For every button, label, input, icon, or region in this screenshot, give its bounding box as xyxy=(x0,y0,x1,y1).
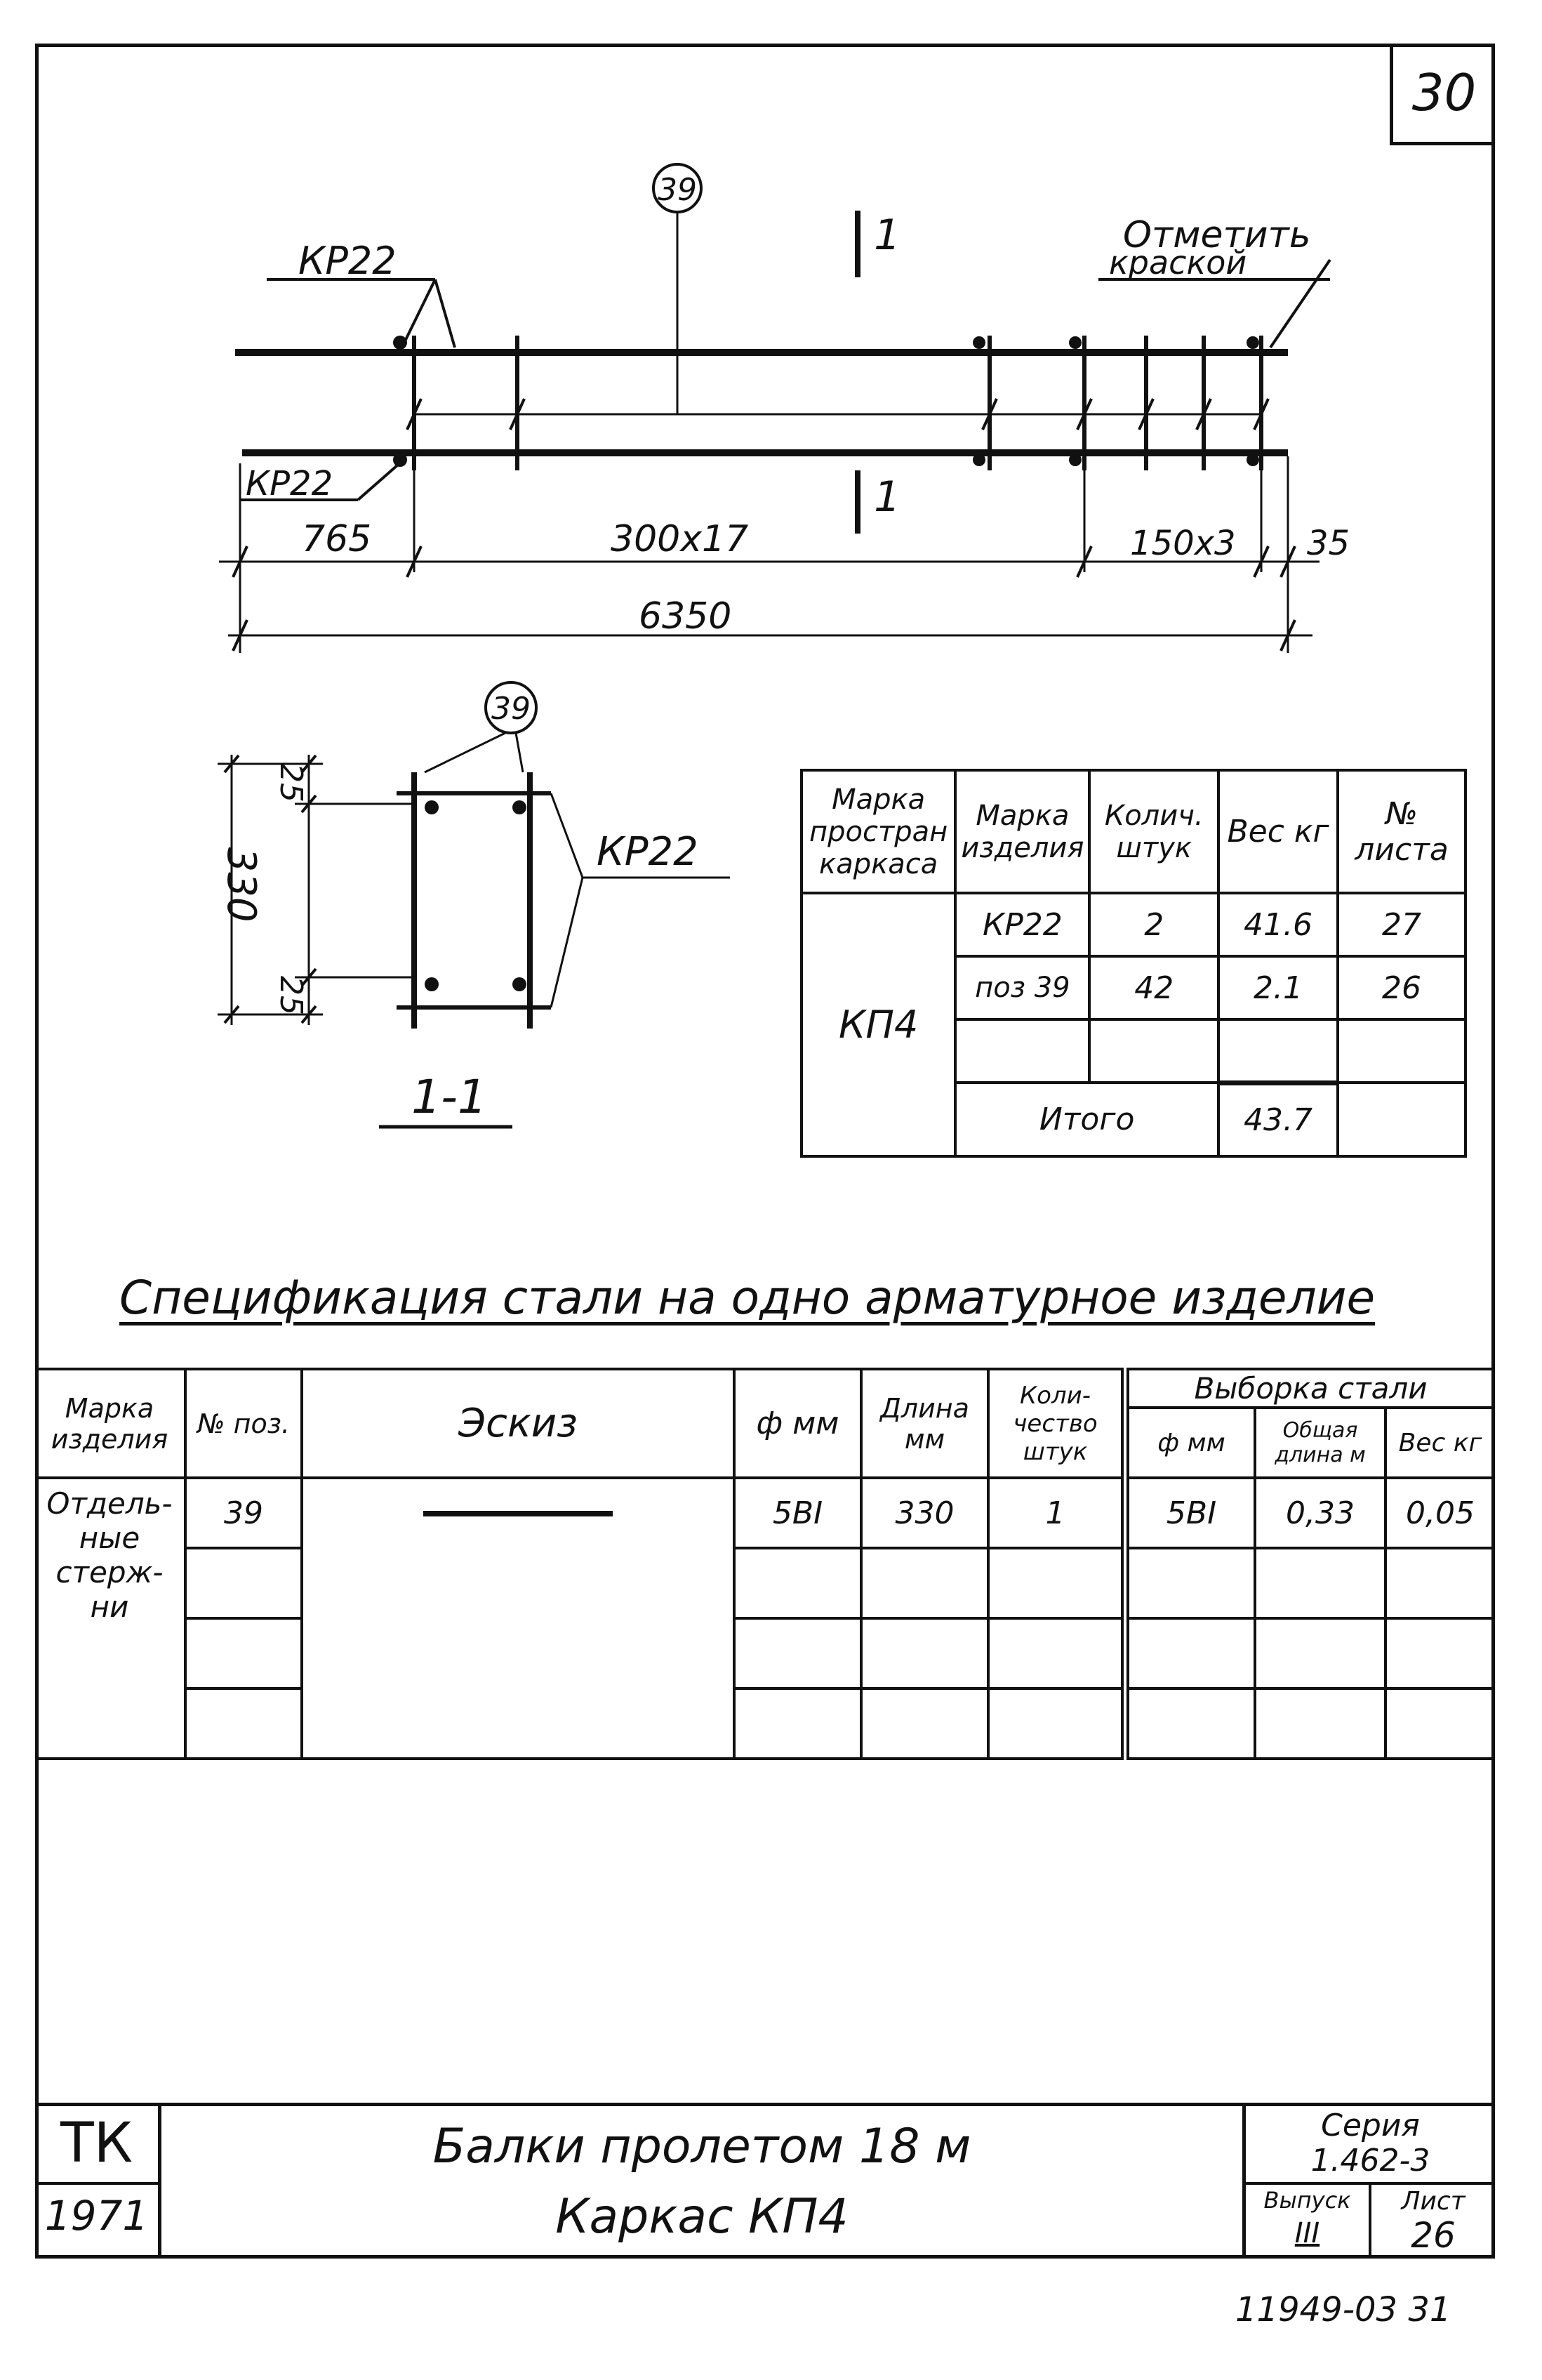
drawing-title-2: Каркас КП4 xyxy=(555,2189,849,2245)
sheet-label: Лист xyxy=(1401,2187,1465,2216)
frame-total-weight: 43.7 xyxy=(1216,1080,1340,1158)
spec-row-sel-total: 0,33 xyxy=(1254,1476,1387,1549)
frame-empty-cell xyxy=(1216,1018,1340,1084)
spec-header-selection: Выборка стали xyxy=(1124,1368,1495,1409)
frame-row-cell: 2.1 xyxy=(1216,955,1340,1021)
frame-header-qty: Колич. штук xyxy=(1088,769,1220,894)
spec-header-sel-weight: Вес кг xyxy=(1384,1406,1494,1479)
sheet-value: 26 xyxy=(1411,2215,1456,2256)
frame-empty-cell xyxy=(1336,1018,1467,1084)
frame-header-weight: Вес кг xyxy=(1216,769,1340,894)
frame-total-label: Итого xyxy=(954,1081,1220,1158)
frame-row-cell: 41.6 xyxy=(1216,892,1340,958)
series-label: Серия xyxy=(1321,2108,1420,2143)
spec-title: Спецификация стали на одно арматурное из… xyxy=(119,1271,1376,1325)
spec-header-sel-dia: ф мм xyxy=(1124,1406,1256,1479)
page-number: 30 xyxy=(1411,63,1477,122)
spec-row-sel-dia: 5ВI xyxy=(1124,1476,1256,1549)
section-mark-bottom: 1 xyxy=(874,472,900,522)
issue-value: III xyxy=(1294,2217,1320,2249)
frame-row-cell: 42 xyxy=(1088,955,1220,1021)
drawing-frame xyxy=(35,44,1495,2259)
section-drawing: 39 КР22 330 25 25 1-1 xyxy=(218,681,730,1129)
spec-header-pos: № поз. xyxy=(184,1368,303,1479)
page-number-box: 30 xyxy=(1390,44,1495,145)
frame-empty-cell xyxy=(954,1018,1091,1084)
section-height: 330 xyxy=(218,847,264,923)
total-length: 6350 xyxy=(639,595,731,637)
spec-header-sel-total: Общая длина м xyxy=(1254,1406,1387,1479)
spec-table: Марка изделия № поз. Эскиз ф мм Длина мм… xyxy=(35,1368,1495,1760)
spec-row-mark: Отдель-ные стерж-ни xyxy=(35,1476,187,1760)
bar-sketch-line xyxy=(423,1511,613,1516)
spec-header-length: Длина мм xyxy=(860,1368,990,1479)
spec-header-dia: ф мм xyxy=(733,1368,863,1479)
title-block: ТК 1971 Балки пролетом 18 м Каркас КП4 С… xyxy=(35,2103,1495,2259)
frame-header-item-mark: Марка изделия xyxy=(954,769,1091,894)
archive-stamp: 11949-03 31 xyxy=(1235,2290,1451,2329)
frame-header-frame-mark: Марка простран каркаса xyxy=(799,769,957,894)
drawing-title-1: Балки пролетом 18 м xyxy=(432,2119,971,2174)
bar-mark-bottom: КР22 xyxy=(246,464,333,503)
dim-35: 35 xyxy=(1307,524,1350,563)
frame-row-cell: 27 xyxy=(1336,892,1467,958)
frame-row-cell: 2 xyxy=(1088,892,1220,958)
spec-row-sketch xyxy=(300,1476,736,1760)
note-line2: краской xyxy=(1109,244,1247,282)
section-cover-top: 25 xyxy=(273,763,309,802)
frame-empty-cell xyxy=(1336,1081,1467,1158)
frame-table: Марка простран каркаса Марка изделия Кол… xyxy=(799,769,1467,1158)
org-code: ТК xyxy=(60,2112,133,2175)
frame-row-cell: КР22 xyxy=(954,892,1091,958)
elevation-drawing: 39 КР22 КР22 1 1 Отметить краской 765 30… xyxy=(219,163,1350,653)
spec-row-dia: 5ВI xyxy=(733,1476,863,1549)
frame-row-cell: 26 xyxy=(1336,955,1467,1021)
dim-765: 765 xyxy=(302,518,371,560)
section-title: 1-1 xyxy=(411,1070,487,1124)
spec-row-pos: 39 xyxy=(184,1476,303,1549)
bar-mark-top: КР22 xyxy=(298,239,397,283)
series-value: 1.462-3 xyxy=(1310,2143,1430,2179)
section-bar-mark: КР22 xyxy=(597,829,698,875)
spec-header-sketch: Эскиз xyxy=(300,1368,736,1479)
section-mark-top: 1 xyxy=(874,211,900,260)
issue-label: Выпуск xyxy=(1263,2187,1351,2214)
spec-row-qty: 1 xyxy=(987,1476,1129,1549)
section-position-mark: 39 xyxy=(491,691,531,727)
dim-150x3: 150х3 xyxy=(1130,524,1236,563)
spec-header-qty: Коли-чество штук xyxy=(987,1368,1129,1479)
spec-header-mark: Марка изделия xyxy=(35,1368,187,1479)
position-mark-label: 39 xyxy=(658,172,697,208)
note-line1: Отметить xyxy=(1123,214,1310,256)
year: 1971 xyxy=(44,2192,149,2240)
spec-row-sel-weight: 0,05 xyxy=(1384,1476,1494,1549)
frame-mark-cell: КП4 xyxy=(799,892,957,1158)
spec-row-length: 330 xyxy=(860,1476,990,1549)
section-cover-bottom: 25 xyxy=(273,976,309,1015)
dim-300x17: 300х17 xyxy=(611,518,748,560)
frame-row-cell: поз 39 xyxy=(954,955,1091,1021)
frame-header-sheet: № листа xyxy=(1336,769,1467,894)
frame-empty-cell xyxy=(1088,1018,1220,1084)
